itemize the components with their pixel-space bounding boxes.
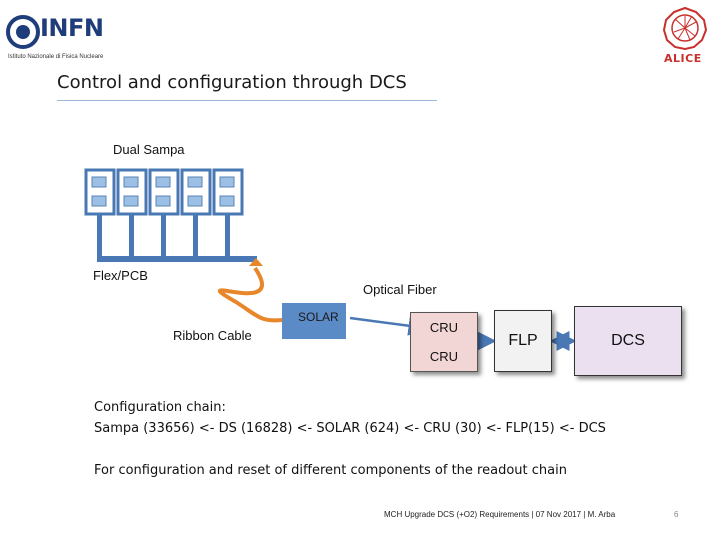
page-number: 6 [674,510,679,519]
cru-bottom-label: CRU [429,349,459,364]
dual-sampa-board [116,168,148,216]
ribbon-cable-label: Ribbon Cable [173,328,252,343]
flp-label: FLP [508,332,538,349]
ribbon-cable [217,266,283,323]
dual-sampa-board [180,168,212,216]
flp-box: FLP [494,310,552,372]
dual-sampa-label: Dual Sampa [113,142,185,157]
infn-logo: INFN Istituto Nazionale di Fisica Nuclea… [6,8,136,64]
page-title: Control and configuration through DCS [57,72,407,93]
flex-pcb-bus [97,212,257,262]
alice-logo-name: ALICE [664,52,702,65]
solar-label: SOLAR [298,310,339,324]
alice-logo: ALICE [660,6,710,65]
infn-logo-name: INFN [40,14,104,42]
alice-emblem-icon [662,6,708,50]
dual-sampa-board [212,168,244,216]
chain-line: Sampa (33656) <- DS (16828) <- SOLAR (62… [94,421,606,436]
dcs-box: DCS [574,306,682,376]
chain-heading: Configuration chain: [94,400,226,415]
dual-sampa-board [84,168,116,216]
infn-emblem-icon [6,15,40,49]
optical-fiber-label: Optical Fiber [363,282,437,297]
infn-logo-subtitle: Istituto Nazionale di Fisica Nucleare [8,54,104,60]
dcs-label: DCS [611,332,645,349]
footer-text: MCH Upgrade DCS (+O2) Requirements | 07 … [384,510,616,519]
flex-pcb-label: Flex/PCB [93,268,148,283]
cru-box: CRU CRU [410,312,478,372]
cru-top-label: CRU [429,320,459,335]
title-divider [57,100,437,101]
ribbon-cable-arrowhead [249,258,263,266]
solar-board [282,303,346,339]
dual-sampa-board [148,168,180,216]
purpose-text: For configuration and reset of different… [94,463,567,478]
